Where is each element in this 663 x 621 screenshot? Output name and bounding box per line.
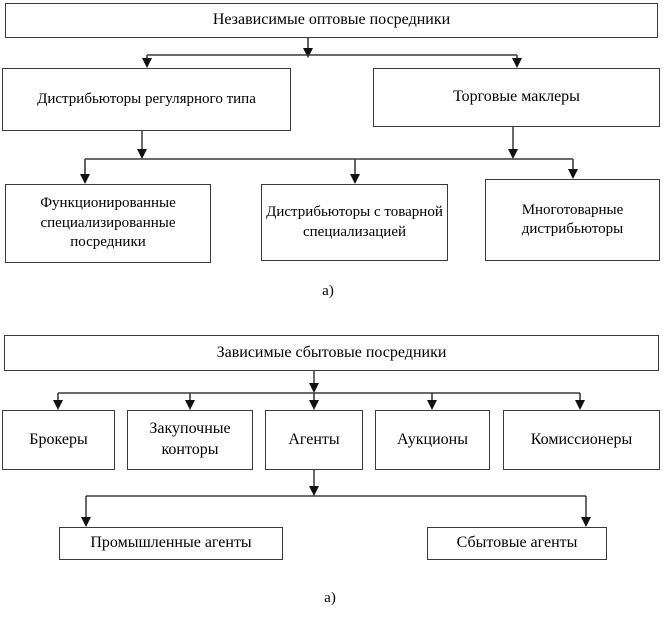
arrowhead-bus4-1 bbox=[81, 517, 91, 527]
node-brokers[interactable]: Брокеры bbox=[2, 410, 115, 470]
node-agents[interactable]: Агенты bbox=[265, 410, 363, 470]
node-auctions[interactable]: Аукционы bbox=[375, 410, 490, 470]
node-label: Закупочные конторы bbox=[149, 420, 231, 458]
arrowhead-bus3-5 bbox=[575, 400, 585, 410]
node-regular-distributors[interactable]: Дистрибьюторы регулярного типа bbox=[2, 68, 291, 131]
node-sales-agents[interactable]: Сбытовые агенты bbox=[427, 527, 607, 560]
arrowhead-bus2-3 bbox=[568, 169, 578, 179]
node-label: Сбытовые агенты bbox=[456, 534, 578, 552]
node-label: Независимые оптовые посредники bbox=[212, 11, 451, 29]
arrowhead-bus4-2 bbox=[581, 517, 591, 527]
arrowhead-bus2-1 bbox=[80, 174, 90, 184]
node-multiproduct-distributors[interactable]: Многотоварные дистрибьюторы bbox=[485, 179, 660, 261]
node-label: Зависимые сбытовые посредники bbox=[216, 343, 447, 361]
node-label: Торговые маклеры bbox=[453, 88, 580, 106]
node-label: Дистрибьюторы с товарной специализацией bbox=[266, 204, 443, 240]
arrowhead-root-bus-3 bbox=[309, 383, 319, 393]
node-dependent-sales-root[interactable]: Зависимые сбытовые посредники bbox=[4, 335, 659, 371]
node-label: Дистрибьюторы регулярного типа bbox=[37, 90, 256, 107]
node-label: Комиссионеры bbox=[530, 430, 633, 448]
figure-label-a-top: a) bbox=[322, 283, 334, 299]
arrowhead-l2a-down bbox=[137, 149, 147, 159]
node-purchasing-offices[interactable]: Закупочные конторы bbox=[127, 410, 253, 470]
node-commission-agents[interactable]: Комиссионеры bbox=[503, 410, 660, 470]
arrowhead-root-bus-1 bbox=[303, 48, 313, 58]
node-independent-wholesale-root[interactable]: Независимые оптовые посредники bbox=[5, 3, 658, 38]
node-label: Аукционы bbox=[397, 430, 468, 448]
arrowhead-bus3-2 bbox=[185, 400, 195, 410]
node-trade-brokers[interactable]: Торговые маклеры bbox=[373, 68, 660, 127]
node-industrial-agents[interactable]: Промышленные агенты bbox=[59, 527, 283, 560]
node-label: Агенты bbox=[288, 430, 340, 448]
arrowhead-bus3-4 bbox=[427, 400, 437, 410]
arrowhead-bus3-3 bbox=[309, 400, 319, 410]
node-label: Брокеры bbox=[29, 430, 88, 448]
figure-label-a-bottom: а) bbox=[324, 590, 336, 606]
node-label: Многотоварные дистрибьюторы bbox=[521, 201, 624, 238]
node-label: Промышленные агенты bbox=[90, 534, 252, 552]
arrowhead-bus2-2 bbox=[350, 174, 360, 184]
node-functional-specialized-intermediaries[interactable]: Функционированные специализированные пос… bbox=[5, 184, 211, 263]
node-label: Функционированные специализированные пос… bbox=[40, 195, 176, 251]
arrowhead-bus3-1 bbox=[53, 400, 63, 410]
arrowhead-l2b-down bbox=[508, 149, 518, 159]
arrowhead-agents-down bbox=[309, 486, 319, 496]
arrowhead-bus1-right bbox=[512, 58, 522, 68]
node-product-specialized-distributors[interactable]: Дистрибьюторы с товарной специализацией bbox=[261, 184, 448, 261]
arrowhead-bus1-left bbox=[142, 58, 152, 68]
